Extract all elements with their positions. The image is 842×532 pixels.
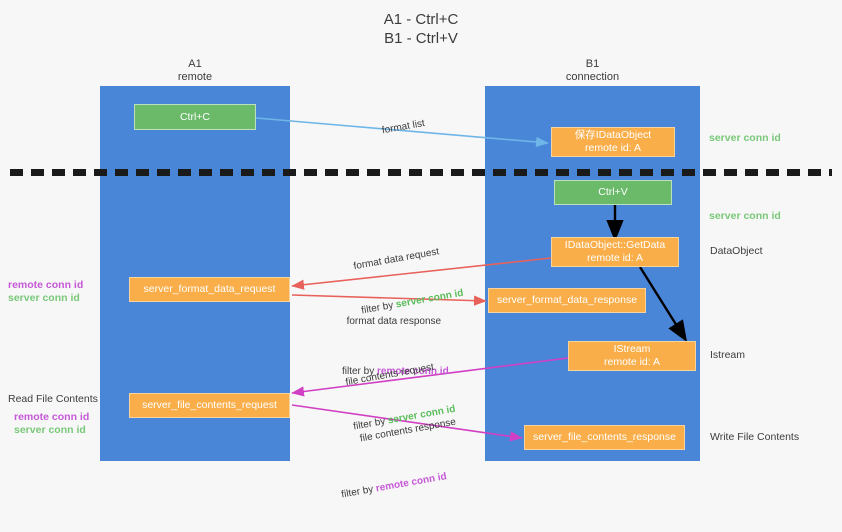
page-title: A1 - Ctrl+C B1 - Ctrl+V — [383, 11, 459, 47]
box-istream-line1: IStream — [613, 343, 651, 355]
edge-label-file-contents-response: file contents response filter by remote … — [326, 385, 471, 532]
box-istream[interactable]: IStream remote id: A — [568, 341, 696, 371]
edge-label-format-list: format list — [367, 101, 428, 155]
label-read-file-contents: Read File Contents — [8, 393, 98, 405]
box-server-file-contents-response-label: server_file_contents_response — [532, 431, 676, 443]
lane-header-a1: A1 remote — [177, 58, 213, 83]
edge-label-format-data-response-line1: format data response — [346, 316, 442, 327]
label-server-conn-id-2: server conn id — [14, 424, 86, 436]
box-server-file-contents-response[interactable]: server_file_contents_response — [524, 425, 685, 450]
label-remote-conn-id-1: remote conn id — [8, 279, 84, 291]
edge-label-file-contents-response-line2: filter by remote conn id — [340, 466, 466, 503]
box-ctrl-c-label: Ctrl+C — [179, 110, 211, 123]
box-server-format-data-response[interactable]: server_format_data_response — [488, 288, 646, 313]
label-remote-conn-id-2: remote conn id — [14, 411, 90, 423]
filter-by-highlight: remote conn id — [375, 471, 448, 495]
label-istream: Istream — [710, 349, 746, 361]
box-server-file-contents-request[interactable]: server_file_contents_request — [129, 393, 290, 418]
edge-label-format-data-response-line2: filter by remote conn id — [342, 364, 449, 379]
box-server-file-contents-request-label: server_file_contents_request — [142, 399, 277, 411]
box-server-format-data-request-label: server_format_data_request — [143, 283, 276, 295]
box-server-format-data-request[interactable]: server_format_data_request — [129, 277, 290, 302]
box-save-idataobject[interactable]: 保存IDataObject remote id: A — [551, 127, 675, 157]
edge-label-format-data-request-line1: format data request — [352, 246, 441, 273]
box-ctrl-c[interactable]: Ctrl+C — [134, 104, 256, 130]
box-save-idataobject-line1: 保存IDataObject — [574, 129, 652, 141]
edge-label-format-list-text: format list — [381, 117, 426, 137]
label-server-conn-id-1: server conn id — [8, 292, 80, 304]
label-write-file-contents: Write File Contents — [710, 431, 800, 443]
box-idataobject-getdata[interactable]: IDataObject::GetData remote id: A — [551, 237, 679, 267]
label-dataobject: DataObject — [710, 245, 763, 257]
filter-by-highlight: remote conn id — [377, 366, 449, 377]
edge-label-file-contents-response-line1: file contents response — [359, 416, 457, 445]
phase-separator-dashed-line — [10, 169, 832, 176]
edge-label-format-data-response: format data response filter by remote co… — [339, 284, 449, 409]
lane-header-b1: B1 connection — [565, 58, 620, 83]
filter-by-prefix: filter by — [342, 366, 378, 377]
box-ctrl-v[interactable]: Ctrl+V — [554, 180, 672, 205]
box-getdata-line1: IDataObject::GetData — [564, 239, 666, 251]
box-server-format-data-response-label: server_format_data_response — [496, 294, 638, 306]
box-getdata-line2: remote id: A — [586, 252, 644, 264]
diagram-canvas: A1 - Ctrl+C B1 - Ctrl+V A1 remote B1 con… — [8, 11, 832, 500]
edge-label-file-contents-request-line1: file contents request — [344, 361, 435, 389]
label-server-conn-id-mid: server conn id — [709, 210, 781, 222]
box-istream-line2: remote id: A — [603, 356, 661, 368]
box-save-idataobject-line2: remote id: A — [584, 142, 642, 154]
label-server-conn-id-top: server conn id — [709, 132, 781, 144]
filter-by-prefix: filter by — [340, 483, 377, 501]
box-ctrl-v-label: Ctrl+V — [598, 186, 628, 198]
